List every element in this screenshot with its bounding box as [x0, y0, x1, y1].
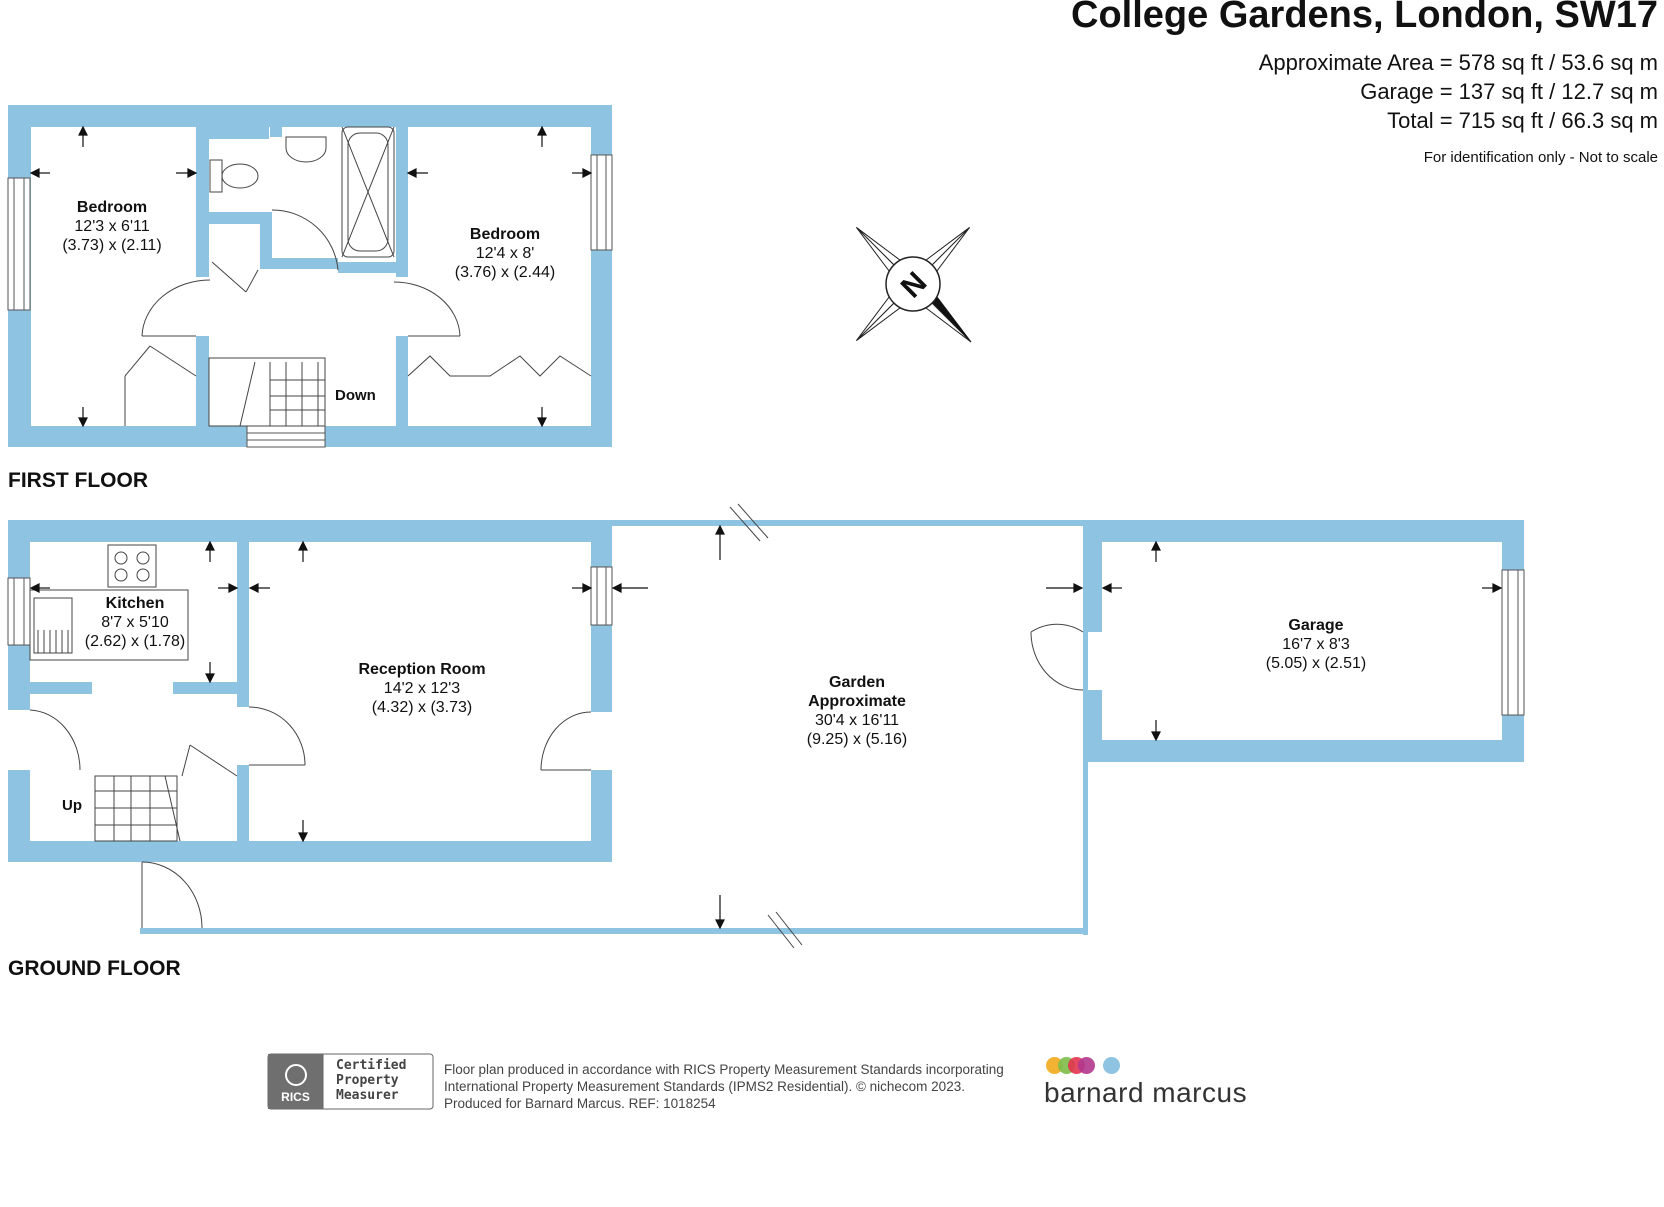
room-metric: (3.76) x (2.44) — [454, 264, 556, 281]
room-label-reception: Reception Room 14'2 x 12'3 (4.32) x (3.7… — [358, 660, 485, 717]
ground-floor-label: GROUND FLOOR — [8, 957, 181, 980]
room-imperial: 16'7 x 8'3 — [1282, 636, 1350, 653]
room-label-garden: Garden Approximate 30'4 x 16'11 (9.25) x… — [807, 673, 907, 749]
room-name: Bedroom — [76, 199, 148, 216]
walls — [8, 105, 1524, 935]
page-title: College Gardens, London, SW17 — [1071, 0, 1658, 36]
badge-line: Property — [336, 1073, 399, 1088]
room-name: Garage — [1288, 617, 1344, 634]
room-metric: (5.05) x (2.51) — [1265, 655, 1367, 672]
badge-line: Certified — [336, 1058, 407, 1073]
footer-line: Floor plan produced in accordance with R… — [444, 1062, 1004, 1077]
room-name-qualifier: Approximate — [808, 693, 906, 710]
room-metric: (9.25) x (5.16) — [806, 731, 908, 748]
badge-line: Measurer — [336, 1088, 399, 1103]
approximate-area: Approximate Area = 578 sq ft / 53.6 sq m — [1258, 50, 1658, 75]
garage-area: Garage = 137 sq ft / 12.7 sq m — [1360, 79, 1658, 104]
room-imperial: 12'4 x 8' — [475, 245, 535, 262]
room-imperial: 14'2 x 12'3 — [383, 680, 461, 697]
room-name: Bedroom — [469, 226, 541, 243]
room-name: Garden — [828, 674, 886, 691]
room-label-bedroom-2: Bedroom 12'4 x 8' (3.76) x (2.44) — [455, 225, 555, 282]
compass-rose-icon — [856, 227, 972, 343]
stairs-down-label: Down — [335, 387, 376, 404]
footer-line: International Property Measurement Stand… — [444, 1079, 965, 1094]
footer-line: Produced for Barnard Marcus. REF: 101825… — [444, 1096, 716, 1111]
room-imperial: 8'7 x 5'10 — [101, 614, 169, 631]
room-label-kitchen: Kitchen 8'7 x 5'10 (2.62) x (1.78) — [84, 594, 186, 651]
room-metric: (2.62) x (1.78) — [84, 633, 186, 650]
rics-lion-icon — [285, 1064, 307, 1086]
room-imperial: 30'4 x 16'11 — [814, 712, 900, 729]
room-label-garage: Garage 16'7 x 8'3 (5.05) x (2.51) — [1266, 616, 1366, 673]
room-metric: (3.73) x (2.11) — [62, 237, 162, 254]
first-floor-label: FIRST FLOOR — [8, 469, 148, 492]
rics-logo-text: RICS — [281, 1090, 310, 1104]
room-name: Reception Room — [358, 661, 486, 678]
room-metric: (4.32) x (3.73) — [371, 699, 473, 716]
room-name: Kitchen — [105, 595, 165, 612]
scale-note: For identification only - Not to scale — [1423, 149, 1658, 166]
brand-logo: barnard marcus — [1044, 1077, 1248, 1108]
room-label-bedroom-1: Bedroom 12'3 x 6'11 (3.73) x (2.11) — [62, 198, 161, 255]
total-area: Total = 715 sq ft / 66.3 sq m — [1387, 108, 1658, 133]
footer-disclaimer: Floor plan produced in accordance with R… — [444, 1061, 1004, 1112]
room-imperial: 12'3 x 6'11 — [74, 218, 150, 235]
rics-certification-badge: Certified Property Measurer — [336, 1058, 406, 1103]
stairs-up-label: Up — [62, 797, 82, 814]
